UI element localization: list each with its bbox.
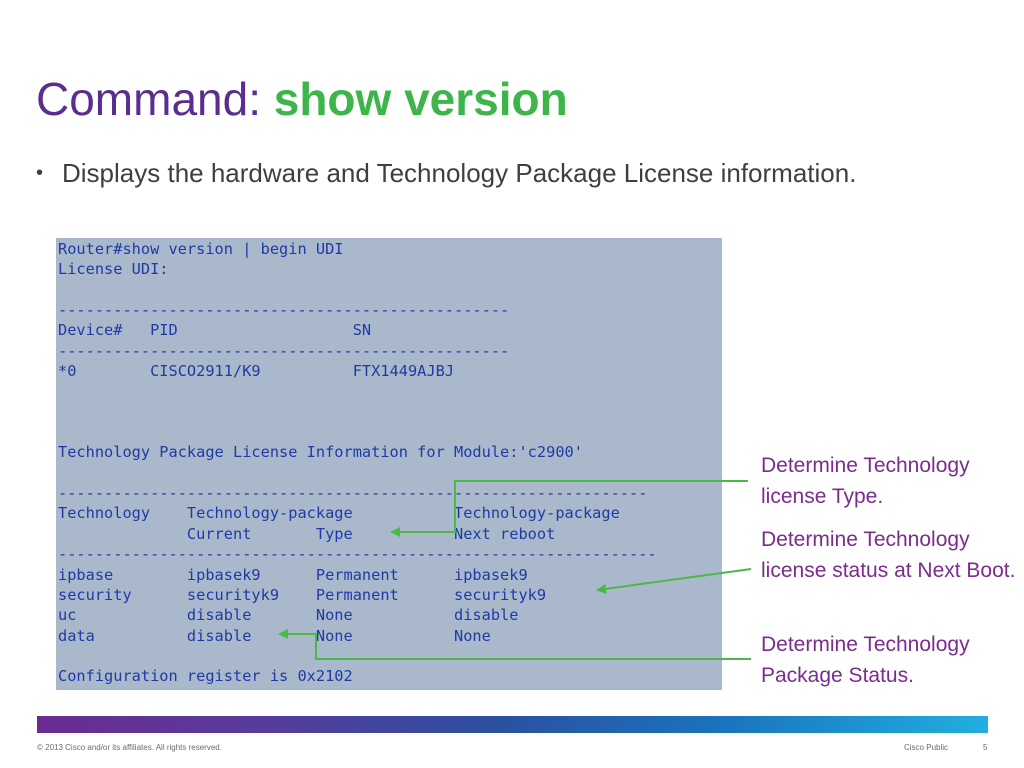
footer-copyright: © 2013 Cisco and/or its affiliates. All … (37, 743, 222, 752)
terminal-line: Device# PID SN (58, 321, 372, 340)
terminal-line: Current Type Next reboot (58, 524, 556, 543)
callout-next-boot: Determine Technology license status at N… (761, 528, 1016, 582)
callout-package-status: Determine Technology Package Status. (761, 633, 970, 687)
terminal-output: Router#show version | begin UDI License … (56, 238, 722, 690)
terminal-line: License UDI: (58, 260, 169, 279)
terminal-line: Technology Technology-package Technology… (58, 504, 620, 523)
slide-title: Command: show version (36, 72, 568, 126)
terminal-text: Router#show version | begin UDI License … (58, 239, 657, 687)
terminal-line: Router#show version | begin UDI (58, 240, 344, 258)
bullet-point: • Displays the hardware and Technology P… (36, 156, 876, 191)
terminal-line: ----------------------------------------… (58, 341, 510, 360)
bullet-text: Displays the hardware and Technology Pac… (62, 158, 857, 188)
title-command: show version (273, 73, 568, 125)
terminal-line: uc disable None disable (58, 606, 519, 625)
terminal-line: ----------------------------------------… (58, 301, 510, 320)
terminal-line: Technology Package License Information f… (58, 443, 583, 462)
bullet-icon: • (36, 162, 44, 184)
terminal-line: data disable None None (58, 626, 491, 645)
terminal-line: ipbase ipbasek9 Permanent ipbasek9 (58, 565, 528, 584)
terminal-line: *0 CISCO2911/K9 FTX1449AJBJ (58, 362, 455, 381)
terminal-line: security securityk9 Permanent securityk9 (58, 585, 547, 604)
callout-license-type: Determine Technology license Type. (761, 454, 970, 508)
footer-page-number: 5 (983, 743, 988, 752)
terminal-line: ----------------------------------------… (58, 545, 657, 564)
terminal-line: Configuration register is 0x2102 (58, 667, 353, 686)
title-prefix: Command: (36, 73, 274, 125)
footer-color-band (37, 716, 988, 733)
terminal-line: ----------------------------------------… (58, 484, 648, 503)
footer-classification: Cisco Public (904, 743, 949, 752)
